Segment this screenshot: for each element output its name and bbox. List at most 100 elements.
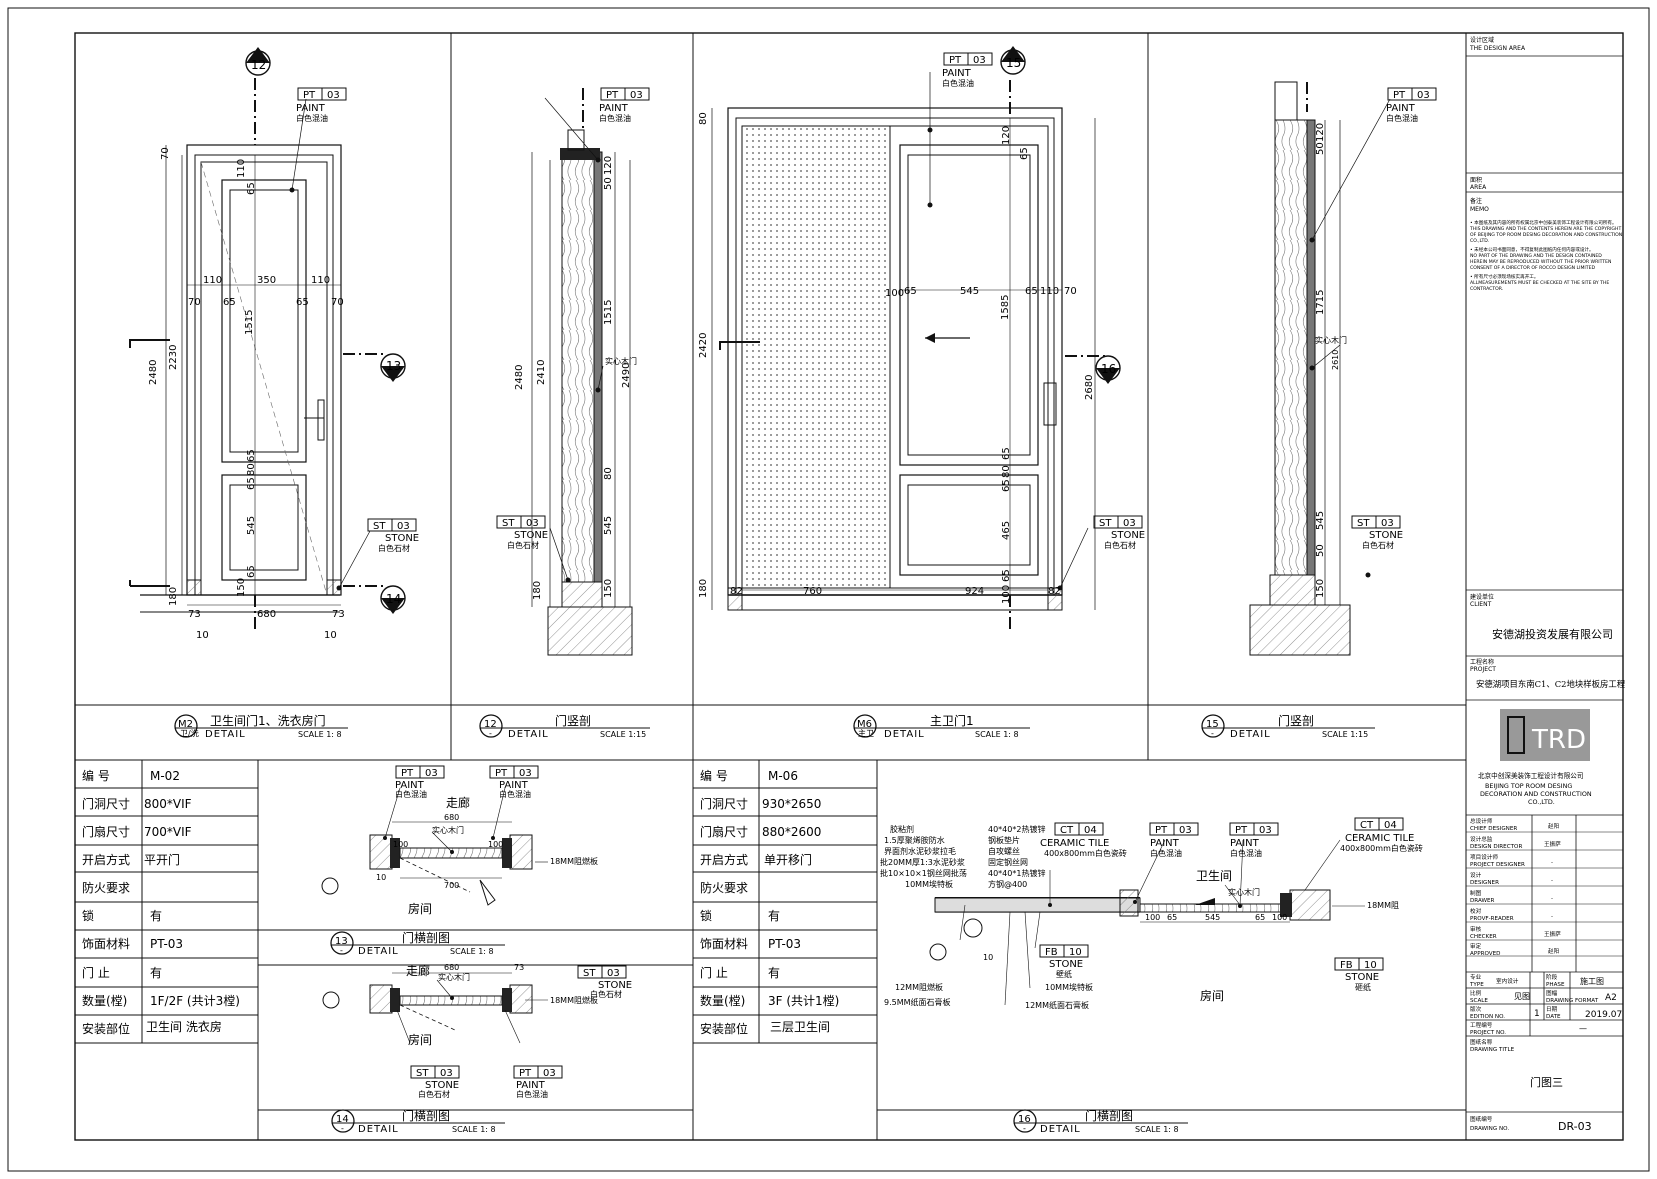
label-7-k: 门 止 — [82, 965, 110, 980]
label-dims_15-d545: 545 — [1315, 511, 1326, 530]
label-6-scale: SCALE 1: 8 — [1135, 1125, 1179, 1134]
label-titleblock-area_en: AREA — [1470, 184, 1487, 191]
label-solid-door-12: 实心木门 — [605, 356, 637, 366]
label-4-title: 门横剖图 — [402, 930, 450, 945]
label-dims_m6-d70: 70 — [1064, 286, 1077, 297]
label-plan13-board: 18MM阻燃板 — [550, 856, 598, 866]
label-memo_lines-7: CONSENT OF A DIRECTOR OF ROCCO DESIGN LI… — [1470, 265, 1595, 271]
label-plan14-room: 房间 — [408, 1032, 432, 1047]
view-12-section — [531, 88, 633, 656]
label-plan16-bath: 卫生间 — [1196, 869, 1232, 883]
label-titleblock-project_en: PROJECT — [1470, 666, 1496, 673]
label-5-v: 有 — [768, 909, 780, 923]
label-1-v: 王振萨 — [1544, 840, 1561, 848]
label-titleblock-phase_cn: 阶段 — [1546, 973, 1558, 981]
label-dims_m6-d545: 545 — [960, 286, 979, 297]
dim-10-right: 10 — [324, 630, 337, 641]
label-6-k: 饰面材料 — [82, 937, 130, 951]
label-2-title: 主卫门1 — [930, 713, 974, 728]
label-dims_m6-d80: 80 — [698, 112, 709, 125]
label-titleblock-company_en2: DECORATION AND CONSTRUCTION — [1480, 790, 1592, 798]
label-st-cn: 白色石材 — [418, 1089, 450, 1099]
tag-pt03-v15: PT 03 PAINT 白色混油 — [1386, 87, 1437, 123]
label-0-scale: SCALE 1: 8 — [298, 730, 342, 739]
label-titleblock-scale_v: 见图 — [1514, 992, 1530, 1001]
label-plan16-d545: 545 — [1205, 913, 1220, 922]
label-fb-code: FB — [1045, 947, 1058, 958]
label-st-name: STONE — [1111, 530, 1145, 541]
label-dims_12-d50: 50 — [603, 177, 614, 190]
label-titleblock-title_cn: 图纸名称 — [1470, 1038, 1493, 1046]
label-dims_m6-d2420: 2420 — [698, 333, 709, 358]
label-2-v: - — [1551, 860, 1553, 866]
label-pt-code: PT — [1155, 825, 1168, 836]
label-plan14-d73: 73 — [514, 963, 524, 972]
label-dims_m6-d180: 180 — [698, 579, 709, 598]
label-pt-code: PT — [401, 768, 414, 779]
label-titleblock-format_v: A2 — [1605, 993, 1617, 1003]
label-pt-cn: 白色混油 — [1150, 848, 1182, 858]
label-callouts-c16: 16 — [1101, 362, 1116, 376]
label-dims_m6-d2680: 2680 — [1084, 375, 1095, 400]
view-title-m6: M6 主卫 主卫门1 DETAIL SCALE 1: 8 — [853, 713, 1030, 740]
label-6-cn: 审核 — [1470, 925, 1482, 933]
label-pt-cn: 白色混油 — [942, 78, 974, 88]
label-notes_left-5: 10MM埃特板 — [905, 879, 953, 889]
label-plan16-d10: 10 — [983, 953, 993, 962]
tag-st03-p14a: ST 03 STONE 白色石材 — [577, 965, 632, 999]
label-5-sub: - — [341, 1124, 344, 1133]
dim-350: 350 — [257, 275, 276, 286]
label-dims_15-d50: 50 — [1315, 142, 1326, 155]
tag-fb10-a: FB 10 STONE 壁纸 — [1039, 944, 1089, 979]
label-dims_m6-d65: 65 — [1025, 286, 1038, 297]
label-memo_lines-10: CONTRACTOR. — [1470, 286, 1503, 292]
label-pt-code: PT — [495, 768, 508, 779]
tag-pt03-p16b: PT 03 PAINT 白色混油 — [1229, 822, 1279, 858]
view-16-labels: 卫生间 房间 实心木门 18MM阻 100 65 545 65 100 10 胶… — [880, 824, 1399, 1010]
label-pt-code: PT — [606, 90, 619, 101]
label-6-v: PT-03 — [150, 937, 183, 951]
label-pt-cn: 白色混油 — [599, 113, 631, 123]
dim-73-right: 73 — [332, 609, 345, 620]
label-3-cn: 设计 — [1470, 871, 1482, 879]
label-pt-num: 03 — [425, 768, 438, 779]
label-dims_m6-d82: 82 — [730, 586, 743, 597]
view-title-15: 15 - 门竖剖 DETAIL SCALE 1:15 — [1201, 713, 1375, 740]
label-titleblock-projno_v: — — [1579, 1024, 1587, 1033]
label-4-k: 防火要求 — [82, 880, 130, 895]
label-1-k: 门洞尺寸 — [700, 796, 748, 811]
label-notes_mid-5: 方钢@400 — [988, 879, 1027, 889]
label-dims_12-d80: 80 — [603, 467, 614, 480]
company-logo-text: TRD — [1531, 725, 1586, 755]
label-dims_12-d2490: 2490 — [621, 363, 632, 388]
label-pt-num: 03 — [630, 90, 643, 101]
label-memo_lines-2: OF BEIJING TOP ROOM DESING DECORATION AN… — [1470, 232, 1622, 238]
label-3-v: - — [1551, 878, 1553, 884]
dim-73-left: 73 — [188, 609, 201, 620]
label-dims_12-d1515: 1515 — [603, 300, 614, 325]
sheet-border-inner — [74, 32, 1624, 1141]
dim-110-right: 110 — [311, 275, 330, 286]
label-dims_12-d180: 180 — [532, 581, 543, 600]
label-6-detail: DETAIL — [1040, 1124, 1081, 1135]
callout-12-label: 12 — [251, 58, 266, 72]
label-2-k: 门扇尺寸 — [82, 824, 130, 839]
label-7-k: 门 止 — [700, 965, 728, 980]
label-fb-name: STONE — [1345, 972, 1379, 983]
section-callout-14: 14 — [380, 585, 406, 614]
label-pt-code: PT — [519, 1068, 532, 1079]
label-titleblock-project: 安德湖项目东南C1、C2地块样板房工程 — [1476, 679, 1626, 689]
tag-st03-m2: ST 03 STONE 白色石材 — [367, 518, 419, 553]
label-3-sub: - — [1211, 729, 1214, 738]
dim-10-left: 10 — [196, 630, 209, 641]
tag-st03-v12: ST 03 STONE 白色石材 — [496, 515, 548, 550]
label-titleblock-company_en3: CO.,LTD. — [1528, 798, 1555, 806]
label-notes_left-1: 1.5厚聚烯胺防水 — [884, 835, 945, 845]
label-pt-name: PAINT — [395, 780, 425, 791]
label-4-badge: 13 — [335, 936, 348, 947]
label-pt-num: 03 — [973, 55, 986, 66]
label-dims_15-d2610: 2610 — [1331, 350, 1340, 370]
view-m6-elevation — [711, 72, 1108, 630]
label-7-v: 赵阳 — [1548, 947, 1560, 955]
label-titleblock-dwgno_cn: 图纸编号 — [1470, 1115, 1493, 1123]
